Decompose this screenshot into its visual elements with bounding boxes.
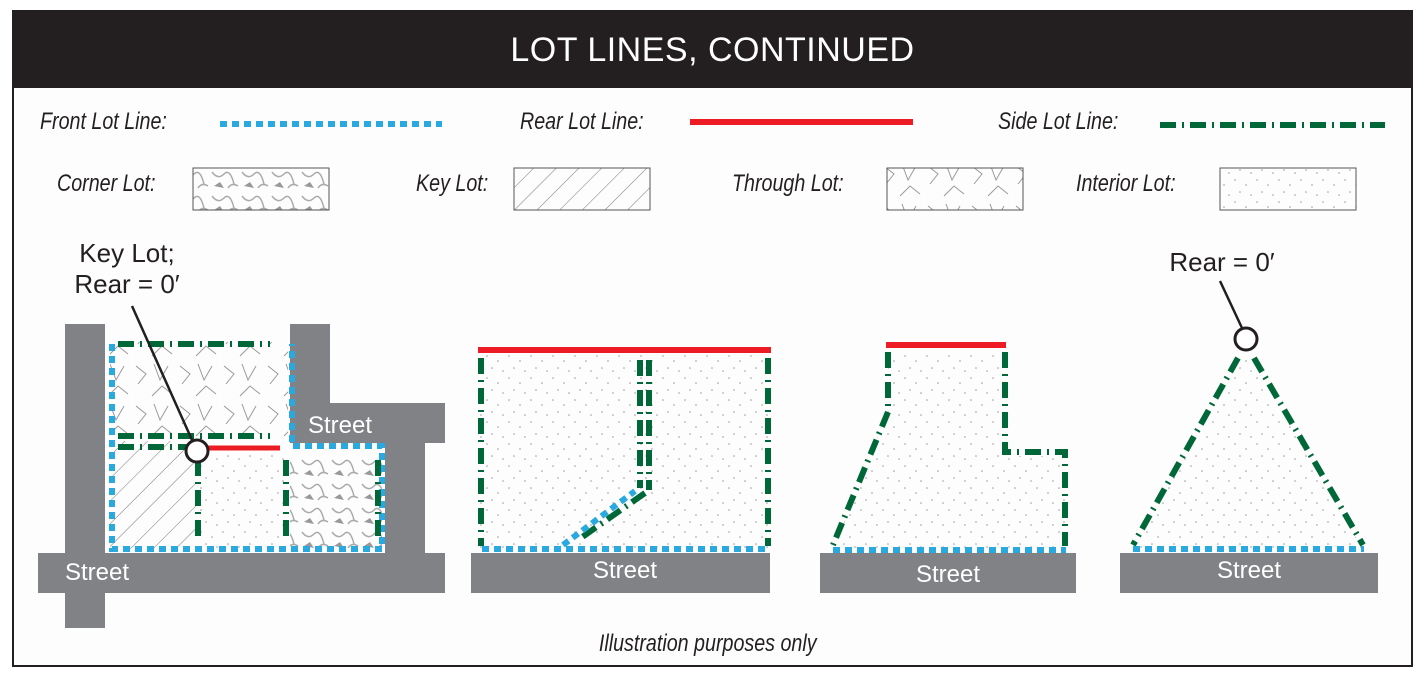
- street-label: Street: [65, 559, 129, 586]
- through-lot: [110, 342, 288, 439]
- street-label: Street: [1217, 557, 1281, 584]
- side-lot-line: [1002, 352, 1068, 546]
- interior-lot: [198, 450, 286, 549]
- title-bar: LOT LINES, CONTINUED: [14, 12, 1411, 88]
- street: [820, 553, 1076, 593]
- diagram-triangle-lot: Rear = 0′ Street: [1120, 247, 1378, 593]
- legend-key-label: Key Lot:: [416, 170, 489, 197]
- legend-front-label: Front Lot Line:: [40, 108, 167, 135]
- street-label: Street: [593, 557, 657, 584]
- diagram-irregular-lot: Street: [820, 342, 1076, 593]
- street: [38, 553, 445, 593]
- corner-lot: [290, 455, 382, 549]
- callout-leader: [1218, 280, 1244, 329]
- key-lot: [110, 441, 196, 549]
- interior-lot: [833, 350, 1068, 550]
- callout-text: Rear = 0′: [74, 269, 179, 299]
- street: [290, 324, 330, 404]
- legend-interior-swatch: [1219, 167, 1357, 211]
- diagram-key-lot: Key Lot; Rear = 0′ Street Street: [38, 238, 445, 628]
- side-lot-line: [576, 490, 647, 543]
- footer-note: Illustration purposes only: [0, 630, 1415, 658]
- street-label: Street: [308, 412, 372, 439]
- front-lot-line: [109, 344, 385, 552]
- legend-through-swatch: [886, 167, 1024, 211]
- callout-marker: [184, 438, 210, 464]
- street: [1120, 553, 1378, 593]
- side-lot-line: [1130, 356, 1241, 547]
- front-lot-line: [561, 488, 637, 548]
- legend-through-label: Through Lot:: [732, 170, 844, 197]
- page-title: LOT LINES, CONTINUED: [510, 30, 915, 69]
- legend-rear-label: Rear Lot Line:: [520, 108, 644, 135]
- side-lot-line: [1251, 356, 1366, 547]
- callout-leader: [130, 305, 194, 441]
- legend-corner-swatch: [192, 167, 330, 211]
- callout-marker: [1233, 326, 1259, 352]
- interior-lot: [1133, 352, 1363, 549]
- callout-text: Key Lot;: [79, 238, 174, 268]
- diagram-angled-lots: Street: [471, 347, 771, 593]
- street: [385, 440, 425, 555]
- legend-interior-label: Interior Lot:: [1076, 170, 1176, 197]
- legend-corner-label: Corner Lot:: [57, 170, 156, 197]
- side-lot-line: [830, 352, 891, 547]
- callout-text: Rear = 0′: [1169, 247, 1274, 277]
- legend-side-label: Side Lot Line:: [998, 108, 1119, 135]
- legend-key-swatch: [513, 167, 651, 211]
- street-label: Street: [916, 561, 980, 588]
- street: [290, 403, 445, 443]
- footer-text: Illustration purposes only: [598, 630, 817, 657]
- interior-lot: [480, 354, 770, 550]
- street: [471, 553, 770, 593]
